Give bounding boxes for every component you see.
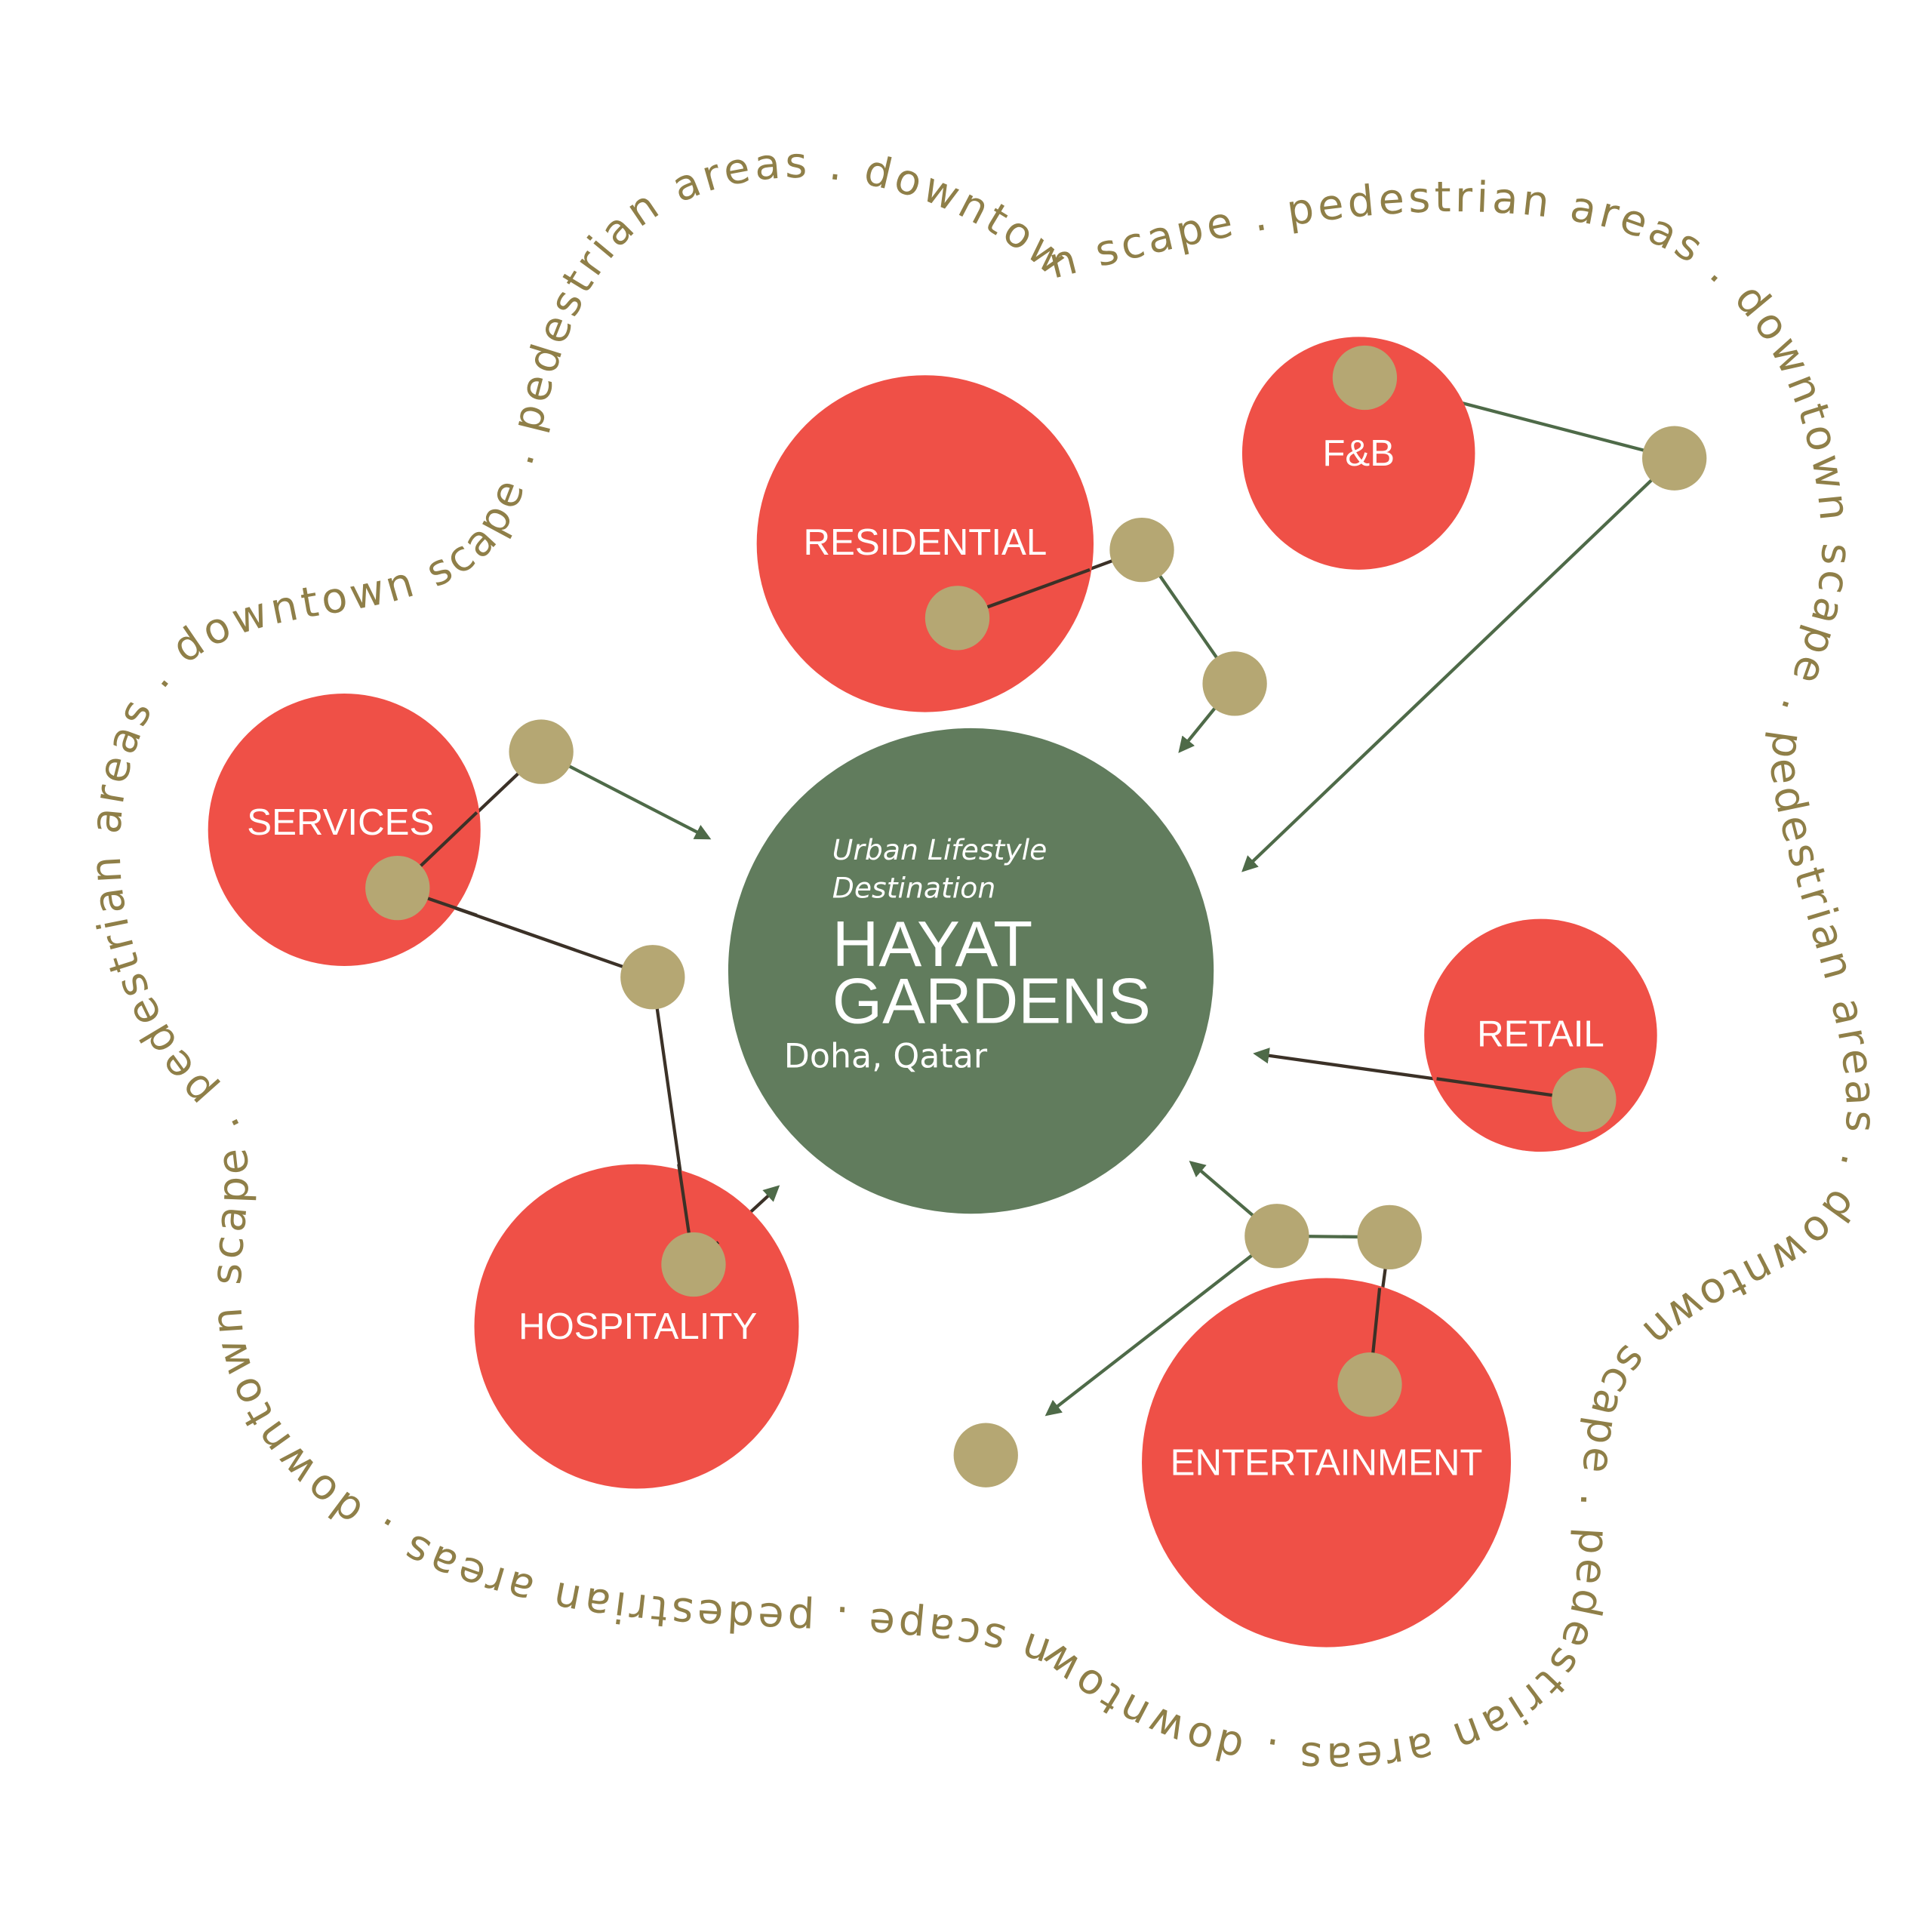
junction-dot	[365, 855, 430, 921]
junction-dot	[1337, 1352, 1402, 1417]
center-circle	[728, 728, 1214, 1214]
junction-dot	[1552, 1067, 1617, 1132]
node-services: SERVICES	[208, 693, 481, 966]
residential-label: RESIDENTIAL	[803, 521, 1047, 563]
tagline-line-2: Destination	[832, 872, 996, 905]
junction-dot	[1357, 1204, 1422, 1270]
node-fnb: F&B	[1241, 337, 1475, 570]
junction-dot	[620, 945, 685, 1010]
title-line-2: GARDENS	[832, 965, 1151, 1037]
connector-arrow	[1044, 1235, 1278, 1417]
junction-dot	[661, 1232, 726, 1297]
retail-label: RETAIL	[1477, 1014, 1604, 1055]
center-node: Urban Lifestyle Destination HAYAT GARDEN…	[728, 728, 1214, 1214]
junction-dot	[1202, 651, 1267, 716]
junction-dot	[1109, 517, 1174, 583]
services-label: SERVICES	[247, 801, 434, 843]
hospitality-label: HOSPITALITY	[518, 1306, 757, 1347]
entertainment-circle	[1142, 1278, 1512, 1647]
location-text: Doha, Qatar	[784, 1038, 988, 1076]
junction-dots	[365, 345, 1707, 1487]
junction-dot	[953, 1423, 1018, 1487]
junction-dot	[1332, 345, 1398, 411]
residential-circle	[756, 375, 1094, 712]
fnb-label: F&B	[1322, 432, 1395, 474]
tagline-line-1: Urban Lifestyle	[832, 833, 1048, 866]
entertainment-label: ENTERTAINMENT	[1171, 1441, 1483, 1483]
junction-dot	[1244, 1204, 1309, 1269]
node-entertainment: ENTERTAINMENT	[1142, 1278, 1512, 1647]
node-hospitality: HOSPITALITY	[474, 1164, 799, 1489]
node-retail: RETAIL	[1424, 918, 1657, 1152]
junction-dot	[924, 586, 990, 651]
connector-arrow	[1241, 457, 1676, 872]
junction-dot	[1642, 426, 1707, 491]
junction-dot	[509, 719, 574, 784]
node-residential: RESIDENTIAL	[756, 375, 1094, 712]
fnb-circle	[1241, 337, 1475, 570]
title-line-1: HAYAT	[832, 909, 1032, 980]
